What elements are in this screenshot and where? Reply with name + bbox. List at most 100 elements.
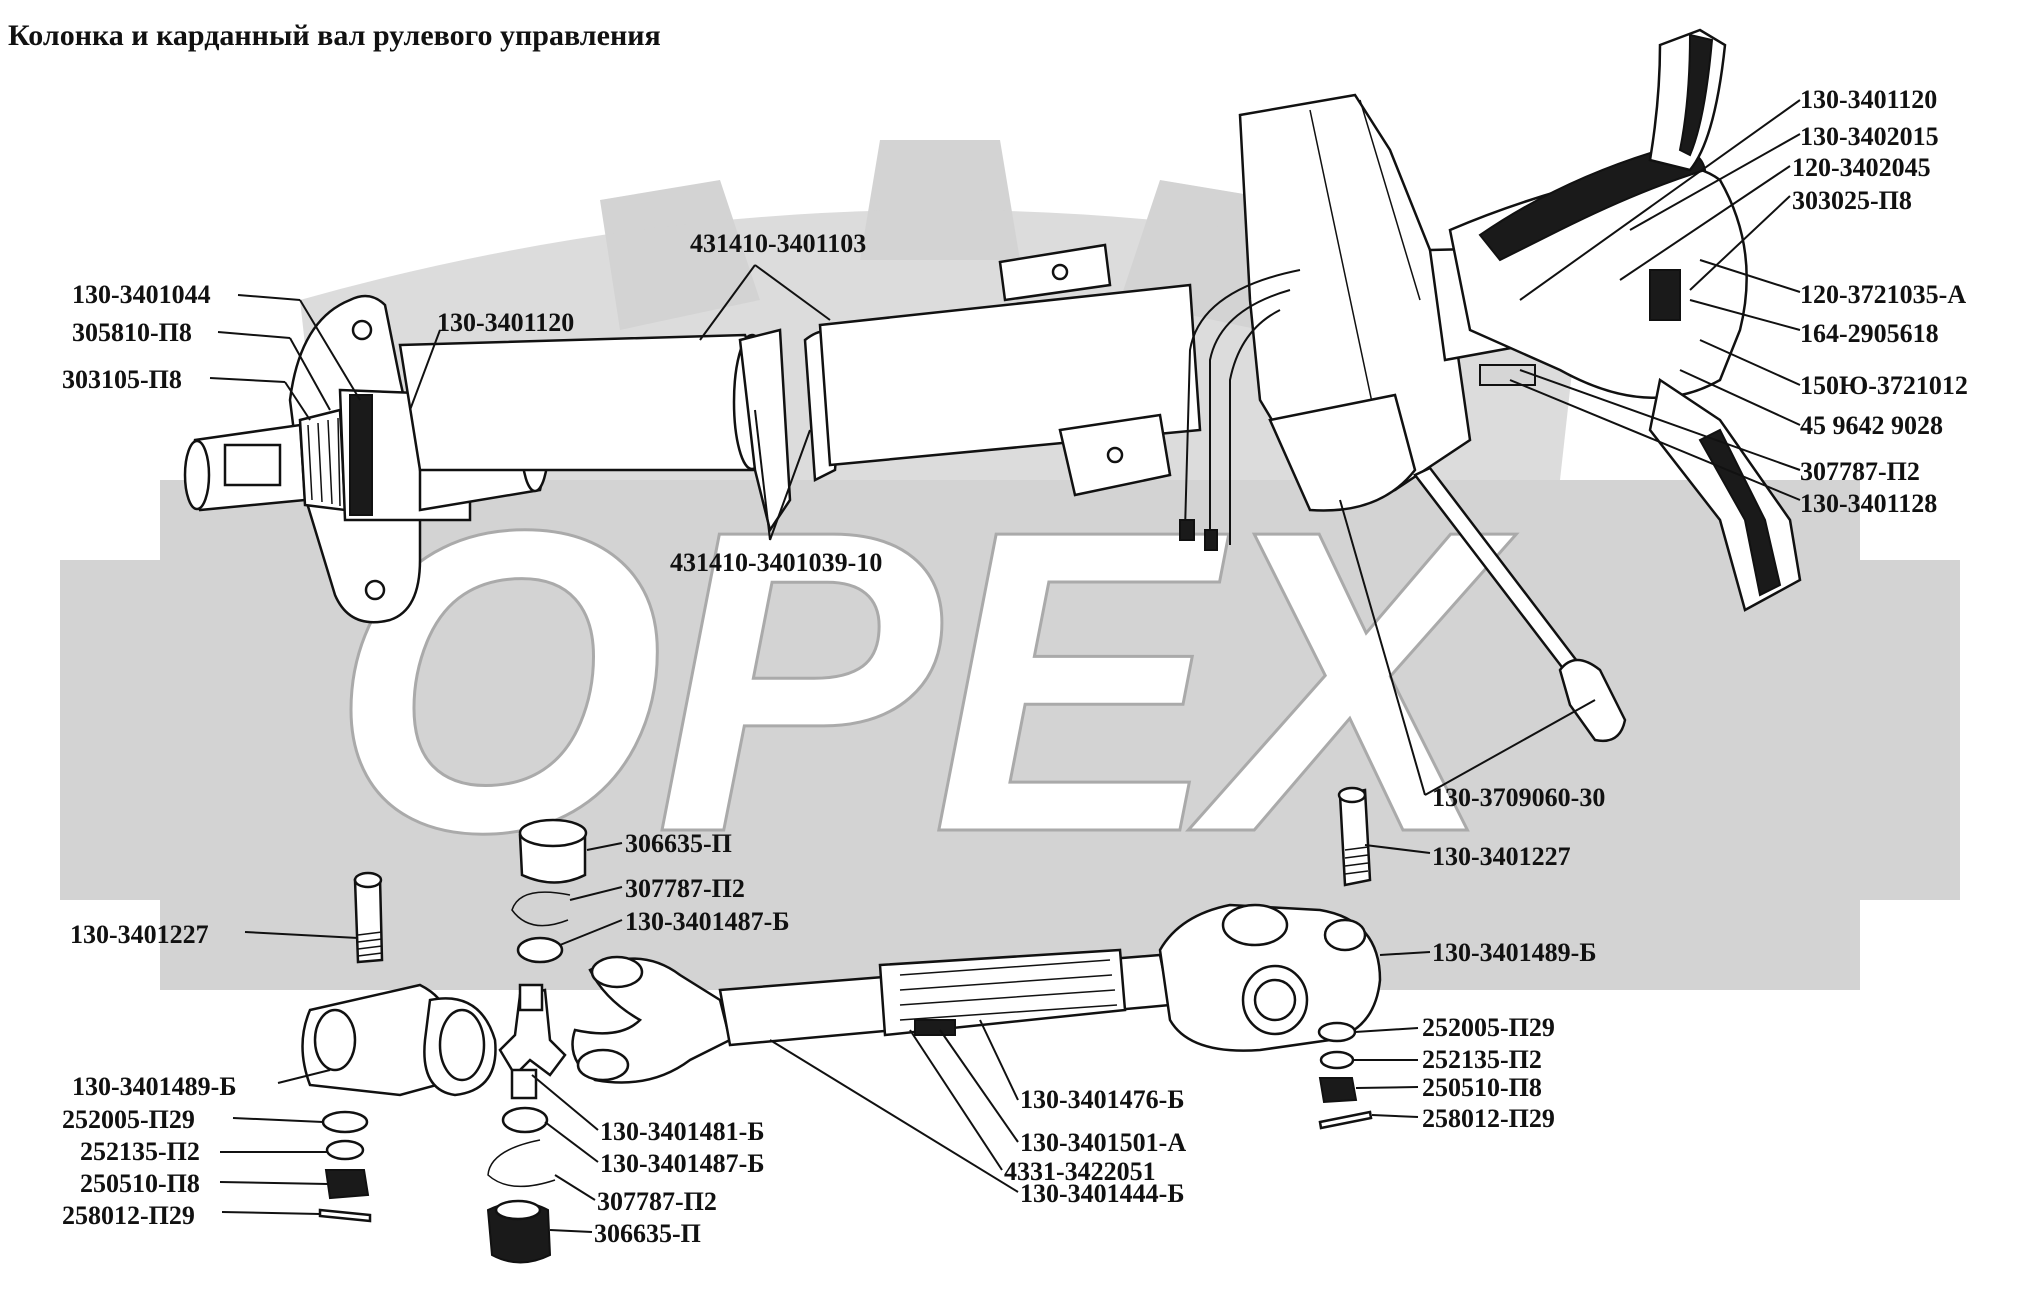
spline-sleeve bbox=[878, 948, 1127, 1037]
page-title: Колонка и карданный вал рулевого управле… bbox=[8, 19, 661, 52]
pinch-bolt-thread bbox=[1344, 846, 1369, 875]
part-label: 250510-П8 bbox=[80, 1169, 200, 1198]
bearing-race bbox=[349, 394, 373, 516]
leader-line bbox=[1689, 299, 1801, 331]
part-label: 252135-П2 bbox=[1422, 1045, 1542, 1074]
part-label: 150Ю-3721012 bbox=[1800, 371, 1968, 400]
part-label: 305810-П8 bbox=[72, 318, 192, 347]
nut-right bbox=[1318, 1077, 1358, 1104]
part-label: 306635-П bbox=[594, 1219, 701, 1248]
part-label: 130-3401227 bbox=[1432, 842, 1571, 871]
leader-line bbox=[1509, 379, 1801, 501]
leader-line bbox=[554, 1174, 596, 1201]
cotter-pin-left bbox=[318, 1208, 372, 1223]
leader-line bbox=[217, 331, 291, 339]
leader-line bbox=[1519, 99, 1801, 301]
needle-cap-bottom-face bbox=[494, 1199, 542, 1221]
column-tube-upper bbox=[818, 283, 1202, 467]
part-label: 307787-П2 bbox=[1800, 457, 1920, 486]
leader-line bbox=[769, 1039, 1019, 1193]
leader-line bbox=[277, 1069, 331, 1084]
part-label: 431410-3401103 bbox=[690, 229, 866, 258]
part-label: 250510-П8 bbox=[1422, 1073, 1542, 1102]
lock-washer-right bbox=[1319, 1050, 1355, 1070]
leader-line bbox=[244, 931, 359, 939]
bracket-hole bbox=[1106, 446, 1124, 464]
cross-spider bbox=[498, 988, 567, 1078]
part-label: 130-3709060-30 bbox=[1432, 783, 1605, 812]
right-yoke-bore bbox=[1323, 918, 1367, 952]
leader-line bbox=[531, 1074, 599, 1131]
part-label: 130-3401044 bbox=[72, 280, 211, 309]
middle-yoke-eye bbox=[590, 955, 644, 989]
leader-line bbox=[1424, 699, 1596, 796]
leader-line bbox=[1339, 499, 1426, 796]
part-label: 130-3401489-Б bbox=[1432, 938, 1597, 967]
leader-line bbox=[1619, 165, 1791, 281]
leader-line bbox=[1379, 951, 1431, 956]
leader-line bbox=[299, 299, 361, 401]
flange-hole bbox=[364, 579, 386, 601]
part-label: 130-3401476-Б bbox=[1020, 1085, 1185, 1114]
leader-line bbox=[237, 294, 301, 301]
leader-line bbox=[1371, 1114, 1419, 1118]
cotter-pin-right bbox=[1318, 1110, 1373, 1130]
leader-line bbox=[209, 377, 286, 383]
leader-line bbox=[586, 842, 623, 851]
wire-end bbox=[1204, 529, 1218, 551]
hub-bearing bbox=[1649, 269, 1681, 321]
nut-left bbox=[324, 1169, 370, 1200]
thread-lines bbox=[307, 417, 341, 507]
cardan-shaft-assembly bbox=[301, 903, 1382, 1100]
part-label: 130-3401481-Б bbox=[600, 1117, 765, 1146]
part-label: 258012-П29 bbox=[62, 1201, 195, 1230]
leader-line bbox=[409, 329, 441, 411]
spoke-stripe bbox=[1698, 428, 1782, 597]
leader-line bbox=[1355, 1086, 1419, 1089]
leader-line bbox=[221, 1211, 321, 1215]
spoke-stripe bbox=[1678, 33, 1714, 157]
leader-line bbox=[754, 409, 771, 541]
part-label: 45 9642 9028 bbox=[1800, 411, 1943, 440]
leader-line bbox=[569, 886, 623, 901]
part-label: 130-3402015 bbox=[1800, 122, 1939, 151]
leader-lines bbox=[209, 99, 1801, 1233]
small-parts-left bbox=[318, 818, 588, 1264]
leader-line bbox=[769, 429, 811, 541]
part-label: 130-3401489-Б bbox=[72, 1072, 237, 1101]
pinch-bolt-thread bbox=[357, 931, 383, 957]
wire-harness bbox=[1184, 269, 1301, 545]
right-yoke-bore bbox=[1221, 903, 1289, 947]
pinch-bolt-head bbox=[353, 871, 383, 889]
bracket-hole bbox=[1051, 263, 1069, 281]
leader-line bbox=[1699, 259, 1801, 293]
steering-column-assembly bbox=[183, 28, 1802, 743]
snap-ring-bottom bbox=[487, 1139, 556, 1188]
cross-spider-pin bbox=[510, 1068, 538, 1100]
part-labels: 130-3401120 130-3402015 120-3402045 3030… bbox=[62, 85, 1968, 1248]
leader-line bbox=[559, 919, 623, 946]
leader-line bbox=[909, 1029, 1003, 1171]
snap-ring-top bbox=[511, 891, 571, 927]
cross-spider-pin bbox=[518, 983, 544, 1012]
washer-left bbox=[321, 1110, 369, 1134]
leader-line bbox=[754, 264, 831, 321]
leader-line bbox=[1519, 369, 1801, 471]
leader-line bbox=[1699, 339, 1801, 386]
part-label: 307787-П2 bbox=[625, 874, 745, 903]
left-yoke-ring-inner bbox=[438, 1008, 486, 1082]
seal-bottom bbox=[501, 1106, 549, 1134]
part-label: 130-3401444-Б bbox=[1020, 1179, 1185, 1208]
part-label: 303105-П8 bbox=[62, 365, 182, 394]
part-label: 120-3721035-А bbox=[1800, 280, 1966, 309]
part-label: 303025-П8 bbox=[1792, 186, 1912, 215]
leader-line bbox=[1679, 369, 1801, 426]
left-yoke-bore bbox=[313, 1008, 357, 1072]
needle-cap-top-face bbox=[518, 818, 588, 848]
part-label: 130-3401120 bbox=[437, 308, 574, 337]
seal-top bbox=[516, 936, 564, 964]
hub-ring bbox=[1479, 364, 1536, 386]
leader-line bbox=[699, 264, 756, 341]
leader-line bbox=[979, 1019, 1019, 1101]
part-label: 4331-3422051 bbox=[1004, 1157, 1156, 1186]
